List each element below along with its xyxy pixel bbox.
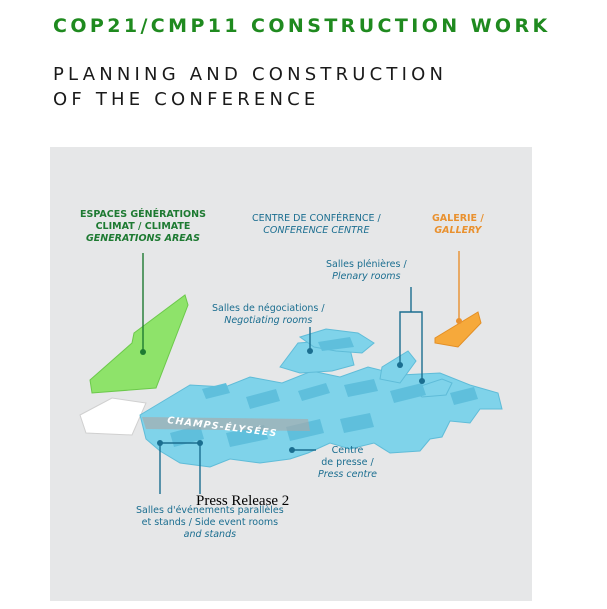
label-conference-line1: CENTRE DE CONFÉRENCE /: [252, 213, 381, 224]
label-press-line3: Press centre: [318, 469, 377, 480]
venue-map-drawing: [79, 251, 503, 494]
label-side-event-rooms: Salles d'événements parallèles et stands…: [136, 505, 284, 541]
subtitle-line-1: PLANNING AND CONSTRUCTION: [53, 64, 448, 85]
champs-elysees-corridor: [142, 417, 310, 431]
label-plenary-rooms: Salles plénières / Plenary rooms: [326, 259, 407, 283]
label-press-centre: Centre de presse / Press centre: [318, 445, 377, 481]
gallery-block: [434, 311, 482, 348]
label-side-line1: Salles d'événements parallèles: [136, 505, 284, 516]
label-press-line2: de presse /: [321, 457, 374, 468]
label-negotiating-rooms: Salles de négociations / Negotiating roo…: [212, 303, 325, 327]
label-press-line1: Centre: [331, 445, 364, 456]
label-generations-line2: CLIMAT / CLIMATE: [95, 221, 191, 232]
label-generations: ESPACES GÉNÉRATIONS CLIMAT / CLIMATE GEN…: [80, 209, 206, 245]
label-plenary-line2: Plenary rooms: [332, 271, 401, 282]
label-gallery: GALERIE / GALLERY: [432, 213, 484, 237]
building-details: [170, 337, 478, 447]
annex-block: [79, 397, 147, 436]
subtitle-line-2: OF THE CONFERENCE: [53, 89, 320, 110]
label-conference-line2: CONFERENCE CENTRE: [263, 225, 370, 236]
label-negotiating-line1: Salles de négociations /: [212, 303, 325, 314]
label-plenary-line1: Salles plénières /: [326, 259, 407, 270]
label-side-line3: and stands: [183, 529, 237, 540]
label-negotiating-line2: Negotiating rooms: [224, 315, 313, 326]
label-side-line2: et stands / Side event rooms: [141, 517, 279, 528]
label-gallery-line2: GALLERY: [434, 225, 482, 236]
label-generations-line1: ESPACES GÉNÉRATIONS: [80, 209, 206, 220]
venue-map: ESPACES GÉNÉRATIONS CLIMAT / CLIMATE GEN…: [50, 147, 532, 601]
page-subtitle: PLANNING AND CONSTRUCTION OF THE CONFERE…: [53, 62, 447, 112]
label-conference-centre: CENTRE DE CONFÉRENCE / CONFERENCE CENTRE: [252, 213, 381, 237]
page-title: COP21/CMP11 CONSTRUCTION WORK: [53, 15, 551, 37]
label-generations-line3: GENERATIONS AREAS: [85, 233, 200, 244]
press-release-caption: Press Release 2: [196, 493, 290, 509]
label-gallery-line1: GALERIE /: [432, 213, 484, 224]
generations-area: [89, 294, 189, 394]
